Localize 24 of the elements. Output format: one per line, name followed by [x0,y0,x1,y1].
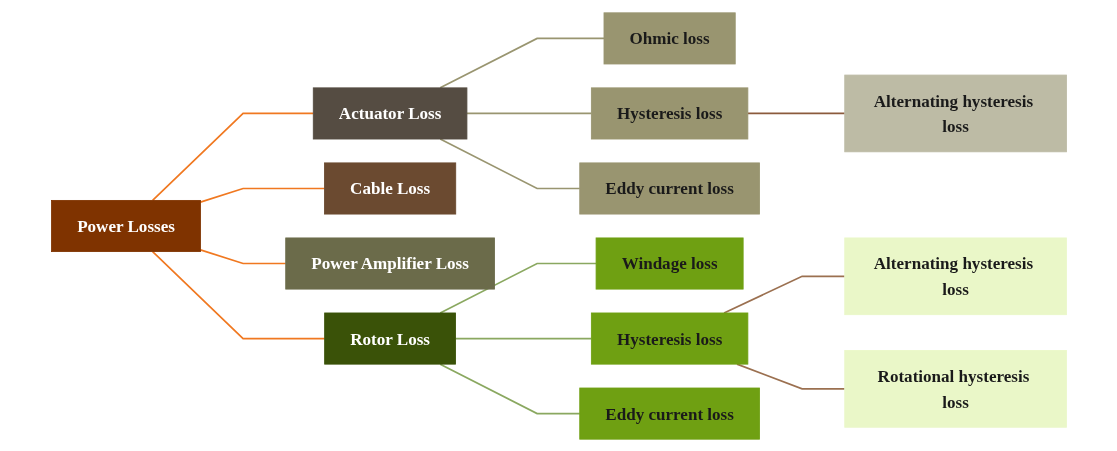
node-box: Alternating hysteresis loss [843,237,1067,315]
node-box: Rotational hysteresis loss [843,349,1067,428]
connector [746,112,846,114]
connector [438,137,581,189]
node-box: Power Amplifier Loss [284,237,495,290]
node-box: Rotor Loss [323,312,456,365]
node-box: Cable Loss [323,161,456,214]
node-box: Power Losses [50,199,201,252]
connector [151,250,325,339]
connector [199,248,287,264]
node-box: Alternating hysteresis loss [843,74,1067,152]
connector [465,112,592,114]
connector [438,362,581,414]
connector [199,187,325,203]
node-box: Ohmic loss [603,11,736,64]
node-box: Eddy current loss [578,161,760,214]
node-box: Eddy current loss [578,387,760,440]
node-box: Hysteresis loss [590,312,748,365]
node-box: Actuator Loss [312,86,467,139]
node-box: Windage loss [595,237,744,290]
connector [454,337,592,339]
node-box: Hysteresis loss [590,86,748,139]
connector [151,112,314,201]
connector [735,362,846,390]
